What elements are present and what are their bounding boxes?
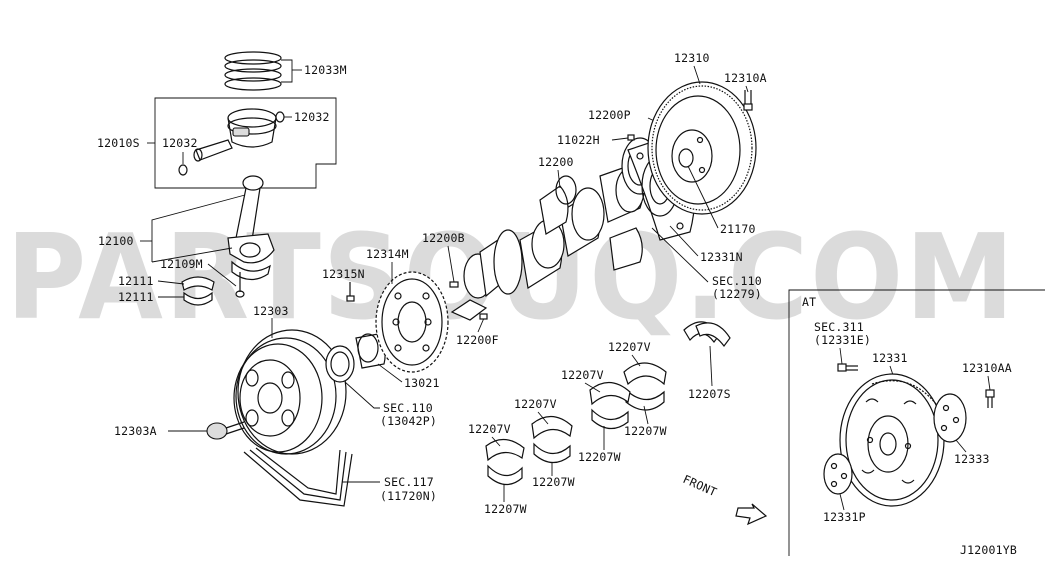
leader-conrod: [151, 194, 246, 262]
label-sec311-a[interactable]: SEC.311: [814, 320, 864, 334]
at-bolt-drawing: [837, 363, 858, 372]
conrod-bearing-drawing: [181, 276, 215, 306]
label-bolt-12315n[interactable]: 12315N: [322, 267, 365, 281]
woodruff-key-drawing: [449, 281, 459, 288]
label-crankshaft[interactable]: 12200: [538, 155, 574, 169]
flywheel-bolt-drawing: [743, 90, 753, 111]
front-arrow-icon: [735, 503, 768, 526]
front-direction-label: FRONT: [681, 472, 719, 499]
at-driveplate-drawing: [839, 373, 945, 507]
small-bolt-12315n-drawing: [346, 282, 355, 302]
label-piston-clip-left[interactable]: 12032: [162, 136, 198, 150]
label-bearing-w-3[interactable]: 12207W: [532, 475, 575, 489]
label-sprocket[interactable]: 12314M: [366, 247, 409, 261]
at-panel-border: [788, 289, 1045, 556]
label-key-12200f[interactable]: 12200F: [456, 333, 499, 347]
label-bearing-w-2[interactable]: 12207W: [578, 450, 621, 464]
crank-pulley-drawing: [233, 329, 347, 455]
label-bearing-w-1[interactable]: 12207W: [624, 424, 667, 438]
label-sec117-b[interactable]: (11720N): [380, 489, 437, 503]
label-bearing-w-4[interactable]: 12207W: [484, 502, 527, 516]
label-sec311-b[interactable]: (12331E): [814, 333, 871, 347]
label-conrod-bearing-2[interactable]: 12111: [118, 290, 154, 304]
main-bearings-drawing: [485, 321, 731, 486]
leader-ring-set: [281, 59, 293, 83]
label-flywheel-bolt[interactable]: 12310A: [724, 71, 767, 85]
label-sec110-front-a[interactable]: SEC.110: [383, 401, 433, 415]
label-at-plate-front[interactable]: 12331P: [823, 510, 866, 524]
at-plate-front-drawing: [823, 453, 853, 495]
label-piston-clip-right[interactable]: 12032: [294, 110, 330, 124]
diagram-code: J12001YB: [960, 543, 1017, 557]
label-at-bolt[interactable]: 12310AA: [962, 361, 1012, 375]
label-at-plate-rear[interactable]: 12333: [954, 452, 990, 466]
label-bearing-v-1[interactable]: 12207V: [608, 340, 651, 354]
label-sec110-rear-a[interactable]: SEC.110: [712, 274, 762, 288]
label-conrod-assy[interactable]: 12100: [98, 234, 134, 248]
label-pulley-bolt[interactable]: 12303A: [114, 424, 157, 438]
label-bearing-v-2[interactable]: 12207V: [561, 368, 604, 382]
label-pulley[interactable]: 12303: [253, 304, 289, 318]
piston-assy-box: [154, 97, 337, 189]
label-pilot-21170[interactable]: 21170: [720, 222, 756, 236]
at-plate-rear-drawing: [933, 393, 967, 443]
crank-sprocket-drawing: [375, 271, 449, 373]
label-pilot-11022h[interactable]: 11022H: [557, 133, 600, 147]
at-bolt-rear-drawing: [985, 389, 995, 408]
piston-ring-set-drawing: [224, 51, 282, 91]
label-sec110-front-b[interactable]: (13042P): [380, 414, 437, 428]
label-flywheel[interactable]: 12310: [674, 51, 710, 65]
label-seal-12331n[interactable]: 12331N: [700, 250, 743, 264]
label-thrust-12207s[interactable]: 12207S: [688, 387, 731, 401]
label-ring-set[interactable]: 12033M: [304, 63, 347, 77]
label-bearing-v-4[interactable]: 12207V: [468, 422, 511, 436]
label-bearing-v-3[interactable]: 12207V: [514, 397, 557, 411]
label-spacer[interactable]: 13021: [404, 376, 440, 390]
front-oil-seal-drawing: [325, 333, 386, 383]
piston-drawing: [178, 108, 285, 176]
label-at-driveplate[interactable]: 12331: [872, 351, 908, 365]
label-piston-assy[interactable]: 12010S: [97, 136, 140, 150]
label-crank-key-12200p[interactable]: 12200P: [588, 108, 631, 122]
at-label: AT: [802, 295, 816, 309]
label-sec117-a[interactable]: SEC.117: [384, 475, 434, 489]
flywheel-drawing: [647, 81, 757, 215]
label-conrod-bolt[interactable]: 12109M: [160, 257, 203, 271]
label-sec110-rear-b[interactable]: (12279): [712, 287, 762, 301]
label-key-12200b[interactable]: 12200B: [422, 231, 465, 245]
label-conrod-bearing-1[interactable]: 12111: [118, 274, 154, 288]
connecting-rod-drawing: [227, 175, 275, 298]
pulley-bolt-drawing: [206, 421, 245, 440]
drive-belt-drawing: [243, 447, 353, 507]
